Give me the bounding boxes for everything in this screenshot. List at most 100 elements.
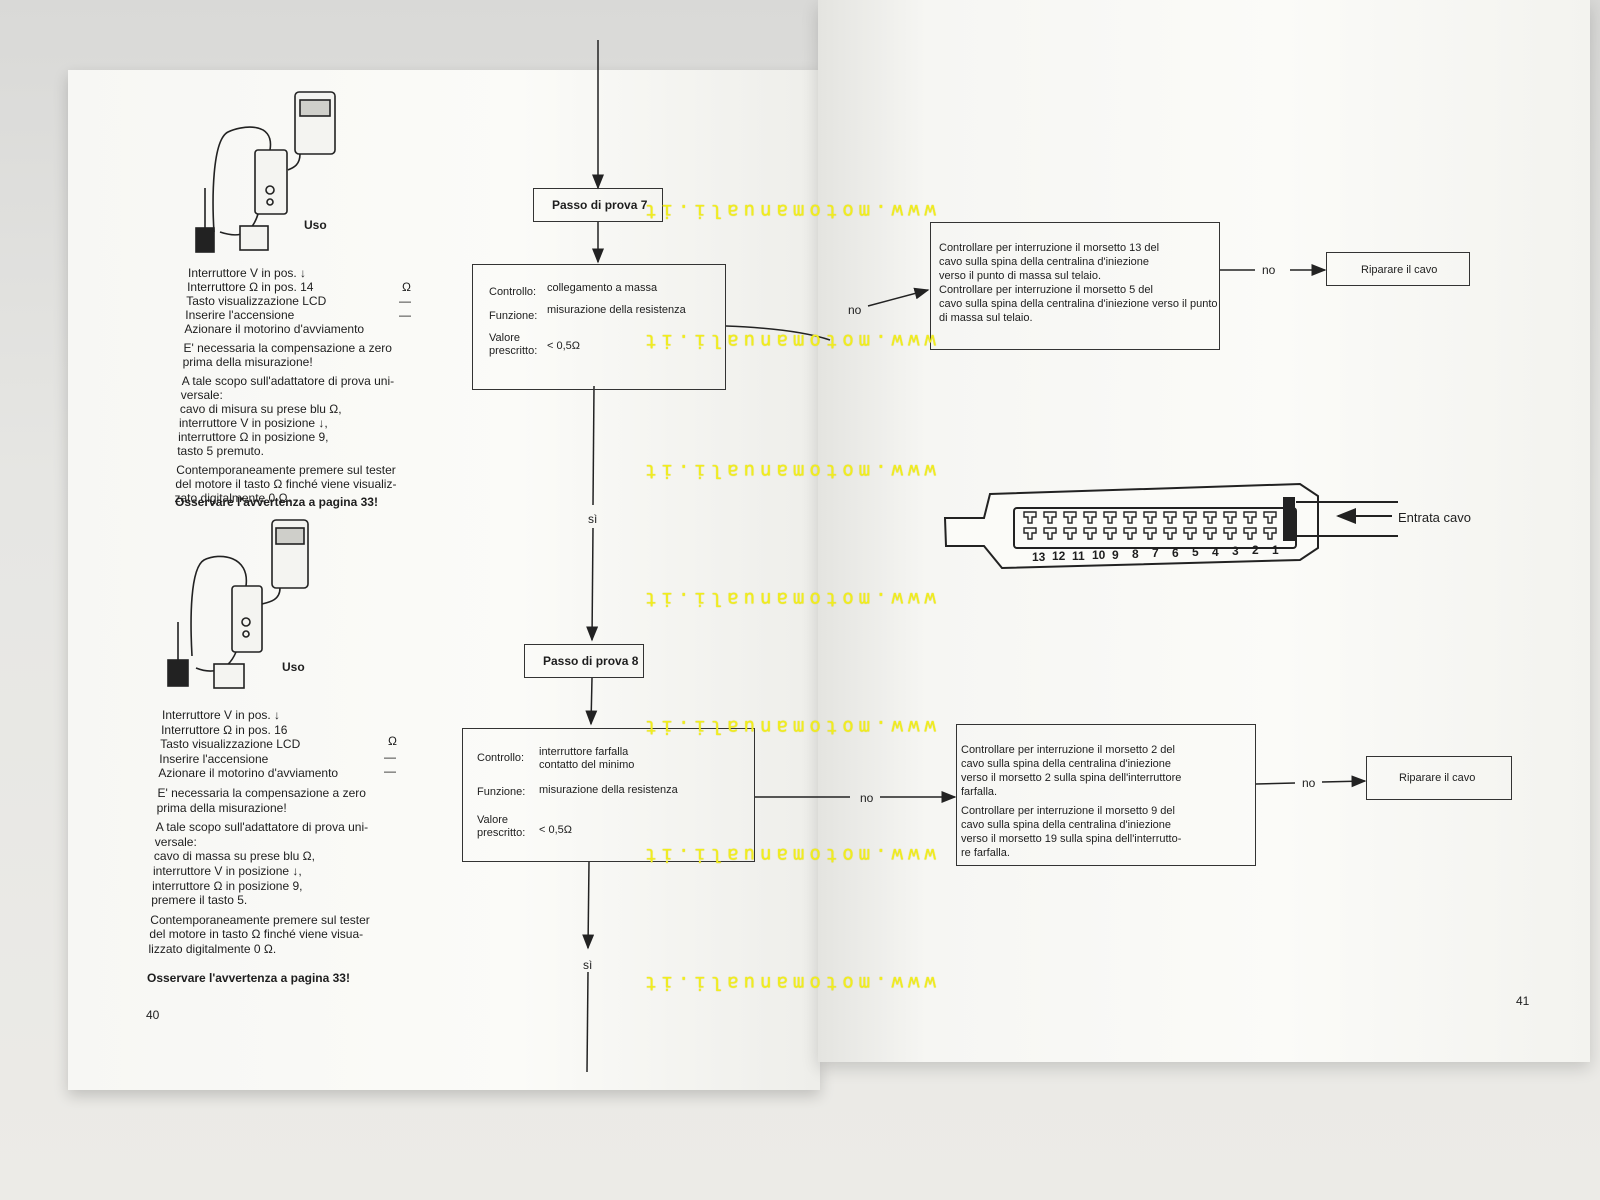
watermark-5: www.motomanuali.it — [640, 716, 936, 738]
instruction-line: Interruttore Ω in pos. 16 — [161, 722, 288, 737]
uso-label-1: Uso — [304, 218, 327, 232]
check7-no-label: no — [1262, 263, 1276, 277]
flow-line-7c — [586, 527, 599, 642]
repair-label-1: Riparare il cavo — [1361, 264, 1438, 276]
instruction-line: versale: — [180, 388, 223, 402]
value-ohm-1: Ω — [402, 280, 411, 294]
instruction-line: del motore il tasto Ω finché viene visua… — [175, 477, 397, 491]
instruction-line: Tasto visualizzazione LCD — [160, 737, 301, 752]
check7-box: Controllare per interruzione il morsetto… — [930, 222, 1220, 350]
check-line: farfalla. — [961, 786, 998, 798]
pin — [1263, 511, 1277, 524]
pin-number: 8 — [1132, 547, 1139, 561]
instruction-line: premere il tasto 5. — [151, 893, 248, 908]
step7-funzione-label: Funzione: — [489, 310, 538, 322]
instruction-line: interruttore V in posizione ↓, — [179, 416, 328, 430]
instruction-line: Interruttore V in pos. ↓ — [162, 708, 281, 722]
instruction-line: tasto 5 premuto. — [177, 444, 264, 458]
step7-title: Passo di prova 7 — [552, 198, 648, 212]
note-2: Osservare l'avvertenza a pagina 33! — [147, 971, 350, 985]
step8-controllo-label: Controllo: — [477, 752, 525, 764]
instruction-line: del motore in tasto Ω finché viene visua… — [149, 927, 364, 942]
step8-controllo-1: interruttore farfalla — [539, 746, 629, 758]
instruction-line: A tale scopo sull'adattatore di prova un… — [181, 374, 395, 388]
check-line: Controllare per interruzione il morsetto… — [939, 284, 1153, 296]
step7-controllo: collegamento a massa — [547, 282, 658, 294]
pin-number: 7 — [1152, 546, 1159, 561]
instruction-line: Contemporaneamente premere sul tester — [150, 912, 370, 927]
check-line: di massa sul telaio. — [939, 312, 1033, 324]
page-number-left: 40 — [146, 1008, 160, 1022]
pin — [1203, 511, 1217, 524]
pin — [1123, 527, 1137, 540]
pin-number: 9 — [1112, 547, 1119, 562]
flow-line-8a — [585, 677, 598, 726]
value-dash-2b: — — [384, 764, 396, 778]
pin — [1243, 527, 1257, 540]
watermark-6: www.motomanuali.it — [640, 844, 936, 866]
instruction-line: Interruttore V in pos. ↓ — [188, 266, 307, 280]
pin — [1183, 527, 1197, 540]
instruction-line: Azionare il motorino d'avviamento — [184, 322, 365, 336]
watermark-3: www.motomanuali.it — [640, 460, 936, 482]
value-dash-1b: — — [399, 308, 411, 322]
pin — [1243, 511, 1257, 524]
check-line: verso il punto di massa sul telaio. — [939, 270, 1102, 282]
instruction-line: Tasto visualizzazione LCD — [186, 294, 327, 308]
check-line: cavo sulla spina della centralina d'inie… — [939, 298, 1218, 310]
instruction-line: interruttore Ω in posizione 9, — [152, 878, 303, 893]
pin — [1063, 511, 1077, 524]
uso-label-2: Uso — [282, 660, 305, 674]
instruction-line: versale: — [154, 834, 197, 849]
flow-no-8d — [1321, 775, 1367, 788]
step7-valore-label-1: Valore — [489, 332, 520, 344]
check8-no-label: no — [1302, 776, 1316, 790]
check-line: Controllare per interruzione il morsetto… — [939, 242, 1160, 254]
flow-no-8c — [1255, 782, 1296, 785]
instruction-line: E' necessaria la compensazione a zero — [183, 341, 392, 355]
pin — [1103, 511, 1117, 524]
page-number-right: 41 — [1516, 994, 1530, 1008]
instruction-line: prima della misurazione! — [182, 355, 313, 369]
pin — [1143, 511, 1157, 524]
instruction-line: interruttore V in posizione ↓, — [153, 864, 302, 878]
step8-valore: < 0,5Ω — [539, 824, 572, 836]
instruction-line: A tale scopo sull'adattatore di prova un… — [155, 820, 369, 835]
pin-number: 2 — [1252, 543, 1259, 558]
pin-number: 10 — [1092, 548, 1106, 563]
left-page — [68, 70, 820, 1090]
connector-label: Entrata cavo — [1398, 510, 1471, 525]
value-ohm-2: Ω — [388, 734, 397, 748]
repair-box-2: Riparare il cavo — [1366, 756, 1512, 800]
step8-valore-label-1: Valore — [477, 814, 508, 826]
pin — [1203, 527, 1217, 540]
step8-title: Passo di prova 8 — [543, 654, 639, 668]
instruction-line: cavo di misura su prese blu Ω, — [179, 402, 342, 416]
instruction-line: Contemporaneamente premere sul tester — [176, 463, 396, 477]
pin-number: 1 — [1272, 542, 1279, 557]
value-dash-2a: — — [384, 750, 396, 764]
step8-no-label: no — [860, 791, 874, 805]
pin — [1143, 527, 1157, 540]
check-line: cavo sulla spina della centralina d'inie… — [961, 819, 1172, 831]
check-line: verso il morsetto 2 sulla spina dell'int… — [961, 772, 1182, 784]
pin-number: 11 — [1072, 548, 1085, 563]
step7-controllo-label: Controllo: — [489, 286, 537, 298]
pin — [1183, 511, 1197, 524]
connector-diagram — [943, 482, 1398, 570]
pin — [1083, 527, 1097, 540]
step7-no-label: no — [848, 303, 862, 317]
step7-box: Controllo: collegamento a massa Funzione… — [472, 264, 726, 390]
note-1: Osservare l'avvertenza a pagina 33! — [175, 495, 378, 509]
pin — [1043, 511, 1057, 524]
instruction-line: prima della misurazione! — [156, 800, 287, 815]
value-dash-1a: — — [399, 294, 411, 308]
watermark-7: www.motomanuali.it — [640, 972, 936, 994]
pin — [1163, 511, 1177, 524]
pin — [1103, 527, 1117, 540]
pin-number: 13 — [1032, 550, 1046, 564]
flow-line-7b — [592, 385, 595, 506]
instruction-line: cavo di massa su prese blu Ω, — [153, 849, 315, 864]
instruction-line: E' necessaria la compensazione a zero — [157, 786, 366, 800]
instruction-line: Interruttore Ω in pos. 14 — [187, 280, 314, 294]
